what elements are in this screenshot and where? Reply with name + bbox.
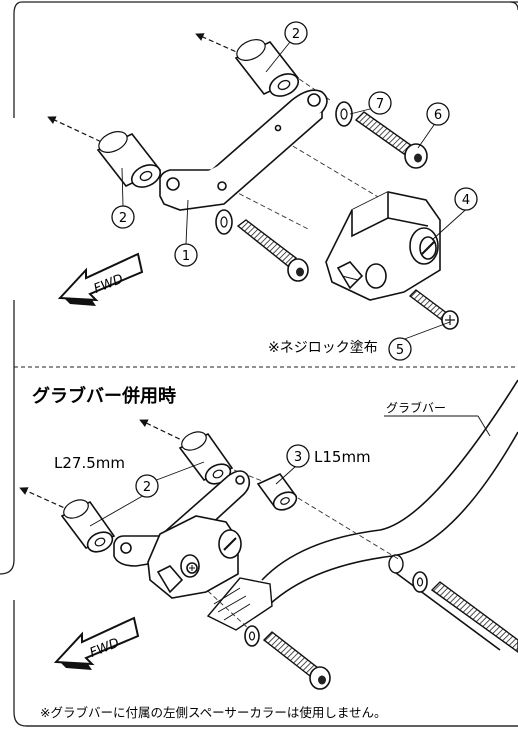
callout-number: 2 [119,211,127,226]
callout-number: 5 [396,343,404,358]
callout-number: 3 [294,450,302,465]
bracket-block-assembly [113,470,251,599]
washer-bottom-center [244,625,260,647]
callout-number: 2 [143,480,151,495]
callout-number: 4 [462,193,470,208]
fwd-arrow-top: FWD [57,252,144,306]
washer-top-left [215,209,233,235]
spacer-collar-long-bottom-lower [60,499,116,553]
callout-number: 6 [434,108,442,123]
callout-number: 2 [292,27,300,42]
spacer-collar-long-upper [234,39,300,97]
screw-5 [409,289,459,330]
spacer-collar-short [256,473,298,511]
mount-block [325,191,441,301]
bolt-top-left [236,219,309,282]
callout-leaders-bottom [89,415,491,527]
washer-bottom-right [412,571,428,593]
thread-lock-note: ※ネジロック塗布 [268,339,378,356]
footnote: ※グラブバーに付属の左側スペーサーカラーは使用しません。 [40,705,386,720]
callout-number: 1 [182,249,190,264]
callout-leaders-top [121,41,473,341]
motion-arrows-top [47,33,251,146]
grab-bar-label: グラブバー [386,400,446,415]
section-title: グラブバー併用時 [32,385,176,407]
mounting-bracket [159,89,328,211]
washer-7 [335,101,353,127]
fwd-arrow-bottom: FWD [53,616,140,670]
bolt-bottom-right [430,581,518,653]
callout-circles [111,21,478,498]
grab-bar-clamp [206,554,404,631]
long-spacer-dimension: L27.5mm [54,454,125,472]
bolt-6 [354,111,428,169]
grab-bar [261,379,518,651]
bolt-bottom-center [262,631,331,690]
short-spacer-dimension: L15mm [314,448,371,466]
spacer-collar-long-lower [96,131,162,188]
callout-number: 7 [376,97,384,112]
